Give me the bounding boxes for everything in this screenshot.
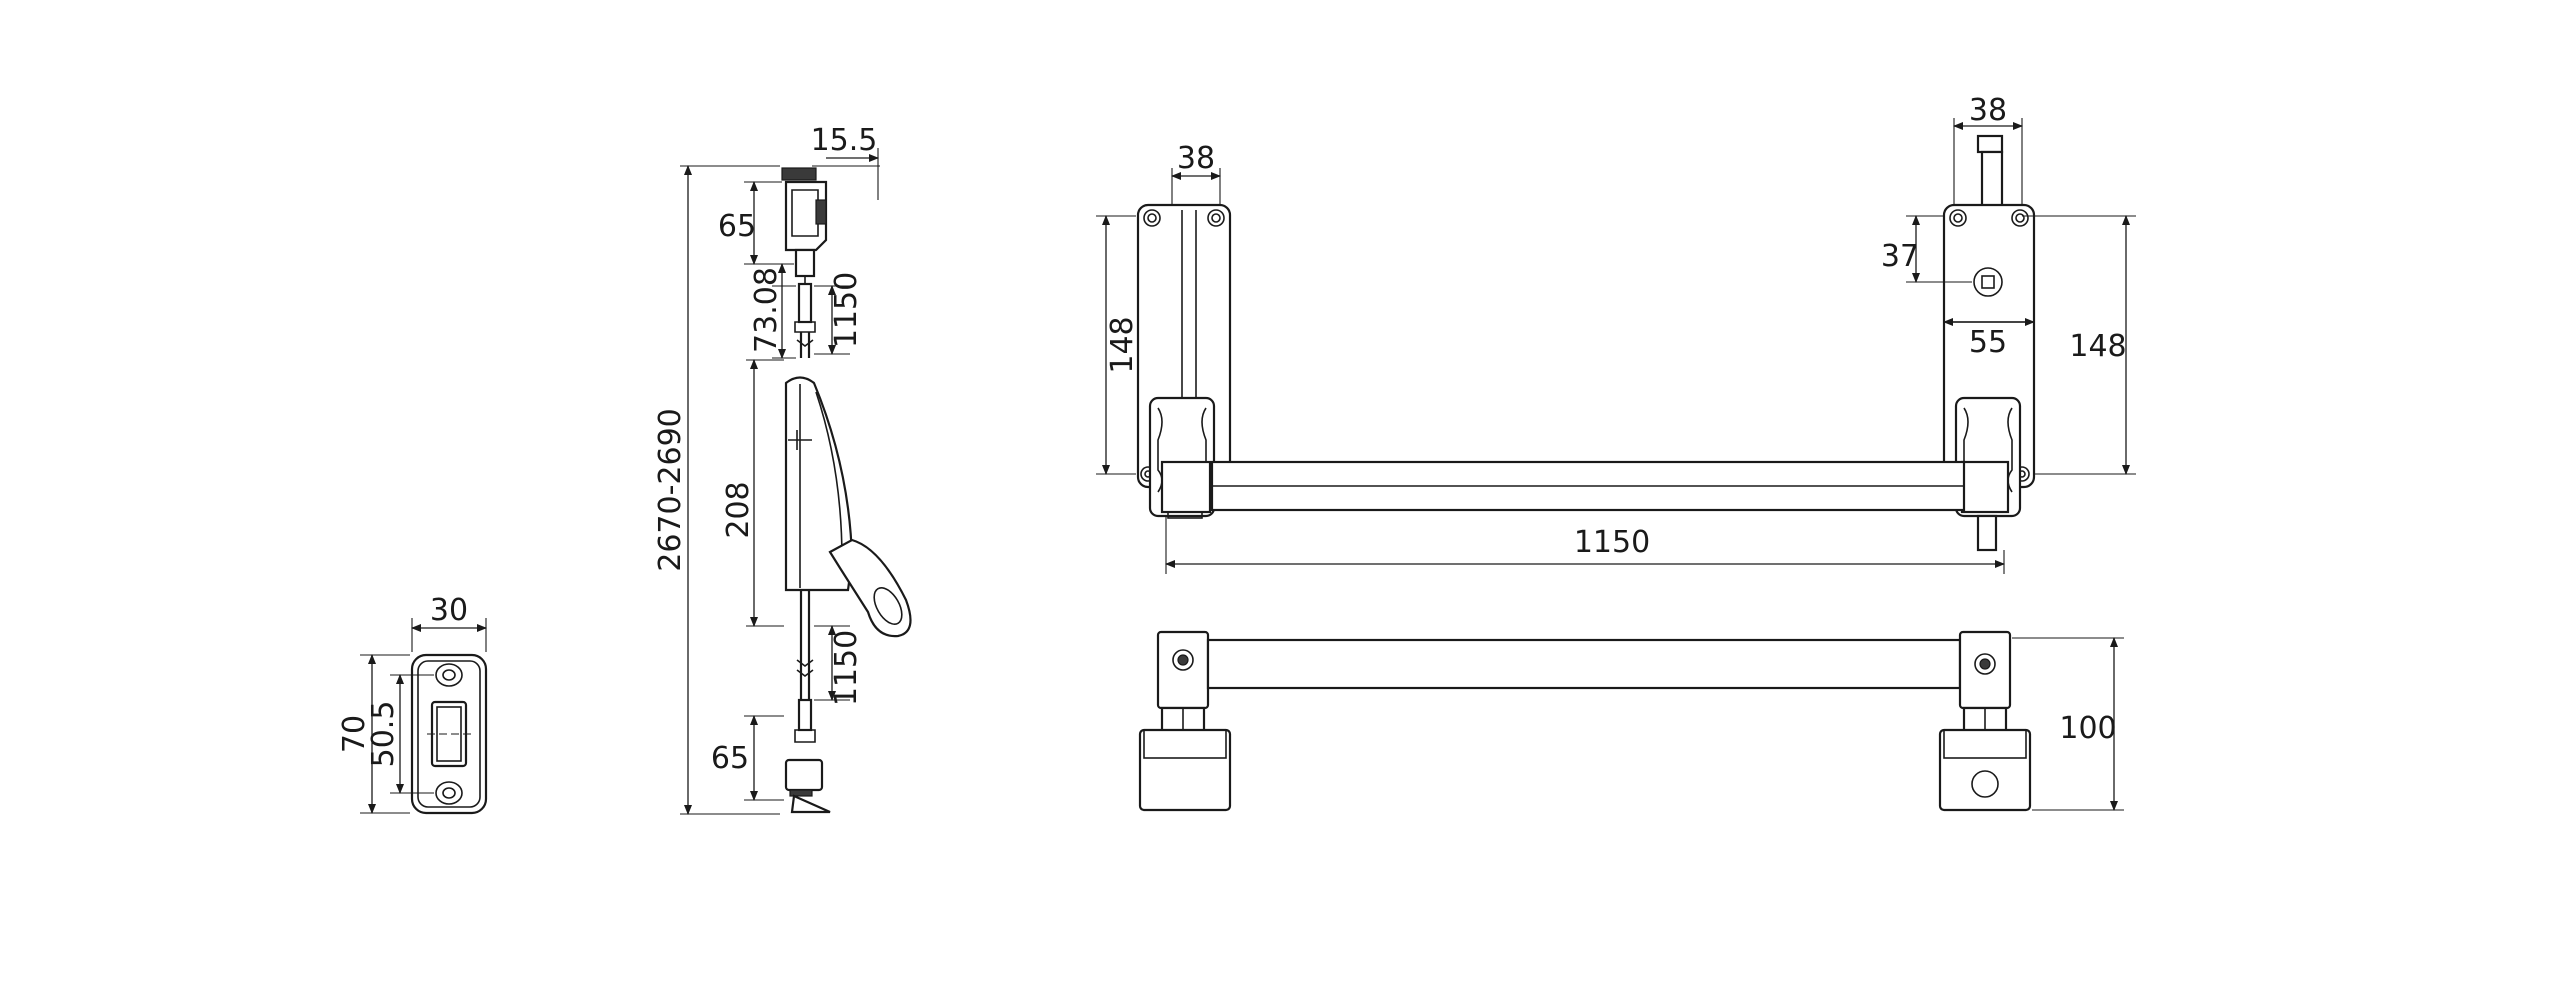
top-rod (794, 282, 816, 358)
strike-plate-bottom-hole (435, 781, 463, 805)
total-height-label: 2670-2690 (653, 408, 688, 572)
strike-plate-width-label: 30 (430, 593, 468, 628)
right-case-width-label: 38 (1969, 93, 2007, 128)
right-spindle-offset-label: 37 (1881, 239, 1919, 274)
top-view: 100 (1138, 630, 2124, 812)
bottom-rod (794, 590, 816, 743)
strike-plate: 30 70 50.5 (337, 593, 488, 815)
top-head-offset-label: 15.5 (811, 123, 878, 158)
strike-plate-hole-spacing-label: 50.5 (366, 701, 401, 768)
bottom-latch-head (784, 758, 831, 814)
strike-plate-height-label: 70 (337, 715, 372, 753)
right-case-screw-tl (1949, 209, 1967, 227)
top-view-right-end (1938, 630, 2032, 812)
top-latch-head (781, 167, 828, 284)
right-case-height-label: 148 (2069, 329, 2126, 364)
left-case-width-label: 38 (1177, 141, 1215, 176)
lever-handle (828, 538, 912, 638)
top-view-left-end (1138, 630, 1232, 812)
top-rod-label: 73.08 (749, 267, 784, 353)
left-case-screw-tr (1207, 209, 1225, 227)
right-spindle-width-label: 55 (1969, 325, 2007, 360)
push-bar (1210, 460, 1966, 512)
vertical-rod-assembly: 15.5 2670-2690 65 73.08 1150 208 1150 (653, 123, 912, 815)
front-view: 38 148 38 37 55 148 1150 (1096, 93, 2136, 574)
bottom-rod-length-label: 1150 (829, 630, 864, 706)
top-head-height-label: 65 (718, 209, 756, 244)
bottom-head-height-label: 65 (711, 741, 749, 776)
right-spindle-hole (1973, 267, 2003, 297)
depth-label: 100 (2059, 711, 2116, 746)
strike-plate-top-hole (435, 663, 463, 687)
left-end-case (1136, 203, 1232, 519)
right-end-case (1942, 134, 2036, 552)
top-rod-length-label: 1150 (829, 272, 864, 348)
left-case-screw-tl (1143, 209, 1161, 227)
top-view-bar (1206, 638, 1962, 690)
right-case-screw-tr (2011, 209, 2029, 227)
lever-body-label: 208 (721, 481, 756, 538)
left-case-height-label: 148 (1105, 316, 1140, 373)
bar-length-label: 1150 (1574, 525, 1650, 560)
